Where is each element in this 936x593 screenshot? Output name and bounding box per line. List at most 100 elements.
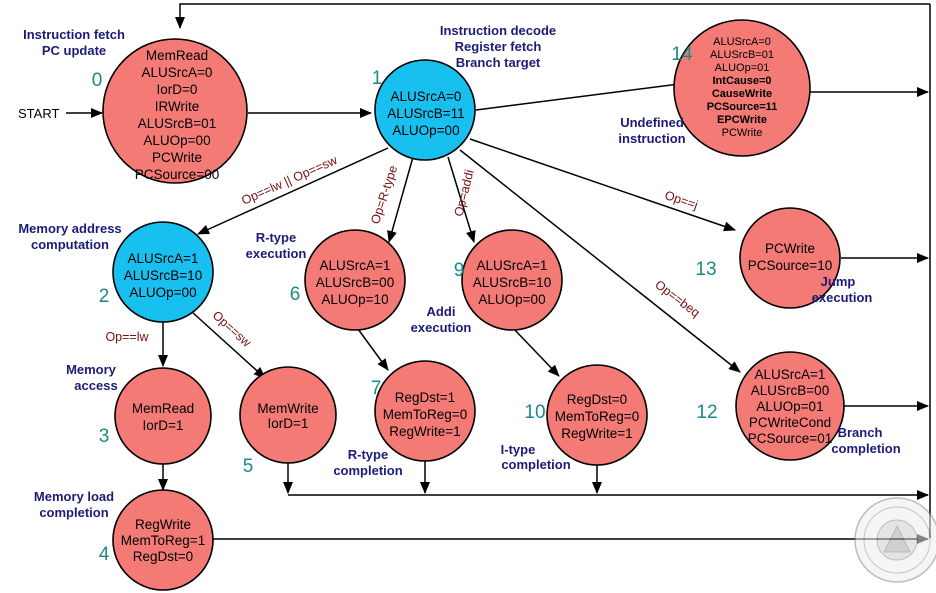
state-10-signal: MemToReg=0	[555, 409, 639, 424]
state-4-signal: RegDst=0	[133, 549, 193, 564]
state-4-number: 4	[99, 544, 110, 565]
arrow-9-10	[511, 326, 560, 377]
state-6-label: execution	[246, 246, 307, 261]
state-2-signal: ALUOp=00	[129, 285, 196, 300]
state-7-signal: RegWrite=1	[389, 424, 460, 439]
arrow-1-6	[387, 156, 414, 243]
arrow-6-7	[357, 328, 389, 371]
state-0-signal: PCSource=00	[135, 167, 219, 182]
return-line-top	[175, 3, 930, 29]
state-6-signal: ALUSrcB=00	[316, 275, 394, 290]
state-12-signal: ALUOp=01	[756, 399, 823, 414]
state-14-signal: PCSource=11	[707, 101, 778, 113]
state-3-label: access	[74, 378, 117, 393]
state-13-label: execution	[812, 290, 873, 305]
state-2-number: 2	[99, 286, 110, 307]
state-13-circle	[739, 207, 841, 309]
state-0-signal: MemRead	[146, 48, 208, 63]
arrow-2-5	[191, 311, 266, 379]
state-3-number: 3	[99, 426, 110, 447]
state-1-signals: ALUSrcA=0 ALUSrcB=11 ALUOp=00	[387, 89, 464, 138]
state-0-signal: PCWrite	[152, 150, 202, 165]
state-6-signal: ALUSrcA=1	[320, 258, 391, 273]
state-12-number: 12	[696, 402, 717, 423]
state-0-circle	[102, 38, 248, 184]
state-1-label: Branch target	[456, 55, 541, 70]
state-7-signals: RegDst=1 MemToReg=0 RegWrite=1	[383, 390, 467, 439]
state-0-label: PC update	[42, 43, 106, 58]
condition-lw-sw: Op==lw || Op==sw	[239, 153, 340, 208]
state-7-signal: RegDst=1	[395, 390, 455, 405]
state-6-label: R-type	[256, 230, 296, 245]
state-4-signal: MemToReg=1	[121, 533, 205, 548]
state-13-signals: PCWrite PCSource=10	[748, 241, 832, 273]
state-10-number: 10	[524, 402, 545, 423]
state-14-signal: IntCause=0	[713, 75, 772, 87]
state-12-label: Branch	[838, 425, 883, 440]
state-12-signal: PCWriteCond	[749, 415, 831, 430]
state-14-label: instruction	[618, 131, 685, 146]
state-6-signals: ALUSrcA=1 ALUSrcB=00 ALUOp=10	[316, 258, 394, 307]
state-10-signals: RegDst=0 MemToReg=0 RegWrite=1	[555, 392, 639, 441]
state-14-number: 14	[671, 44, 693, 65]
arrow-1-9	[447, 156, 476, 243]
arrow-1-12	[459, 149, 741, 373]
state-7-circle	[374, 360, 476, 462]
state-3-circle	[114, 367, 212, 465]
state-2-label: computation	[31, 237, 109, 252]
state-10-signal: RegDst=0	[567, 392, 627, 407]
state-14-signal: CauseWrite	[712, 88, 772, 100]
arrow-1-14	[475, 78, 696, 111]
state-6-number: 6	[290, 284, 301, 305]
state-2-label: Memory address	[18, 221, 121, 236]
state-5-signal: MemWrite	[257, 401, 318, 416]
state-2-signal: ALUSrcB=10	[124, 268, 202, 283]
state-14-signal: ALUOp=01	[715, 62, 770, 74]
arrow-1-2	[197, 147, 389, 235]
state-10-label: I-type	[501, 442, 536, 457]
state-0-signal: ALUSrcB=01	[138, 116, 216, 131]
state-9-circle	[461, 229, 563, 331]
state-9-signal: ALUSrcA=1	[477, 258, 548, 273]
state-9-signal: ALUSrcB=10	[473, 275, 551, 290]
condition-addi: Op=addi	[452, 168, 477, 218]
state-9-number: 9	[454, 260, 465, 281]
state-5-signal: IorD=1	[268, 416, 309, 431]
state-1-number: 1	[372, 68, 383, 89]
state-1-signal: ALUSrcA=0	[391, 89, 462, 104]
state-0-signals: MemRead ALUSrcA=0 IorD=0 IRWrite ALUSrcB…	[135, 48, 219, 182]
state-0-signal: ALUSrcA=0	[142, 65, 213, 80]
condition-lw: Op==lw	[105, 330, 149, 344]
state-7-label: R-type	[348, 447, 388, 462]
state-1-signal: ALUOp=00	[392, 123, 459, 138]
start-label: START	[18, 106, 59, 121]
state-9-label: Addi	[427, 304, 456, 319]
state-1-signal: ALUSrcB=11	[387, 106, 464, 121]
state-9-signal: ALUOp=00	[478, 292, 545, 307]
state-4-signals: RegWrite MemToReg=1 RegDst=0	[121, 517, 205, 564]
state-13-signal: PCWrite	[765, 241, 815, 256]
state-0-signal: IRWrite	[155, 99, 200, 114]
state-9-signals: ALUSrcA=1 ALUSrcB=10 ALUOp=00	[473, 258, 551, 307]
state-10-circle	[546, 364, 648, 466]
state-10-label: completion	[501, 457, 570, 472]
state-13-number: 13	[695, 259, 716, 280]
state-10-signal: RegWrite=1	[561, 426, 632, 441]
state-7-number: 7	[371, 378, 382, 399]
state-12-signal: ALUSrcA=1	[755, 367, 826, 382]
state-6-signal: ALUOp=10	[321, 292, 388, 307]
state-5-signals: MemWrite IorD=1	[257, 401, 318, 431]
state-0-label: Instruction fetch	[23, 27, 125, 42]
state-14-signal: ALUSrcB=01	[710, 49, 774, 61]
state-2-circle	[112, 221, 214, 323]
state-4-signal: RegWrite	[135, 517, 191, 532]
state-0-signal: IorD=0	[157, 82, 198, 97]
condition-sw: Op==sw	[210, 308, 255, 350]
state-12-label: completion	[831, 441, 900, 456]
state-2-signal: ALUSrcA=1	[128, 251, 199, 266]
state-7-label: completion	[333, 463, 402, 478]
state-7-signal: MemToReg=0	[383, 407, 467, 422]
state-13-label: Jump	[821, 274, 856, 289]
state-12-signal: ALUSrcB=00	[751, 383, 829, 398]
